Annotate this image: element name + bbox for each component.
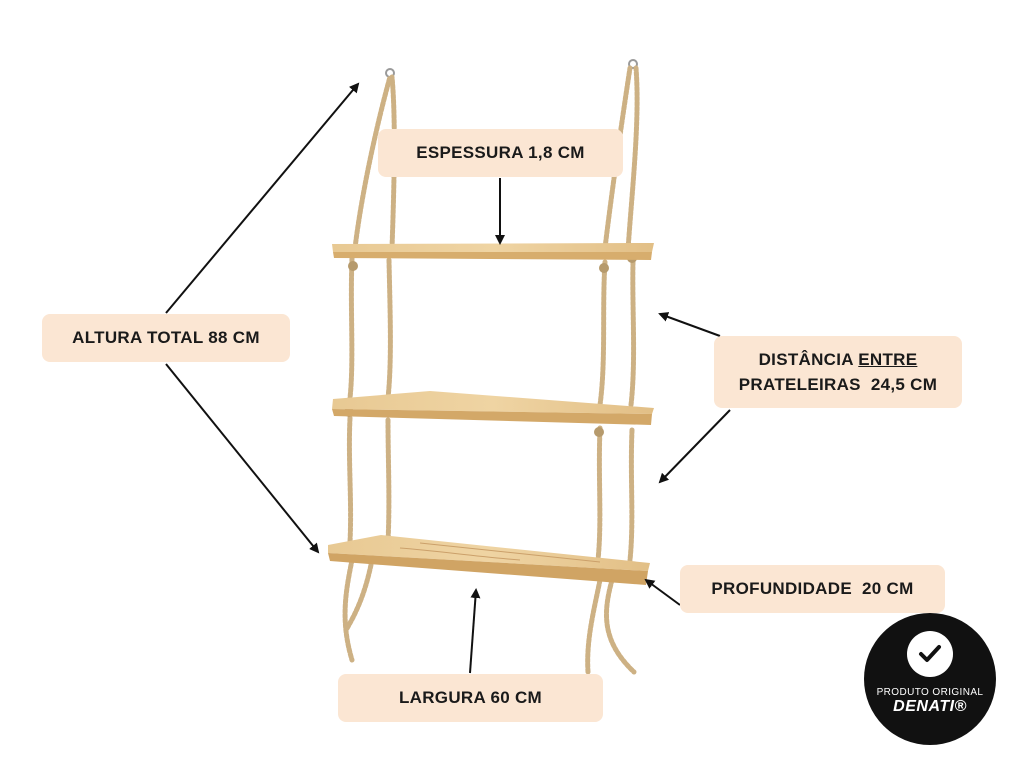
thickness-text: ESPESSURA 1,8 CM (416, 143, 585, 163)
thickness-label: ESPESSURA 1,8 CM (378, 129, 623, 177)
shelf-distance-line1: DISTÂNCIA ENTRE (759, 347, 918, 373)
depth-label: PROFUNDIDADE 20 CM (680, 565, 945, 613)
badge-brand: DENATI® (893, 698, 967, 715)
width-label: LARGURA 60 CM (338, 674, 603, 722)
shelf-distance-label: DISTÂNCIA ENTRE PRATELEIRAS 24,5 CM (714, 336, 962, 408)
original-product-badge: PRODUTO ORIGINAL DENATI® (864, 613, 996, 745)
dimension-arrows (165, 82, 731, 674)
badge-line1: PRODUTO ORIGINAL (876, 687, 984, 698)
shelf-distance-line2: PRATELEIRAS 24,5 CM (738, 375, 938, 394)
shelf-top (332, 243, 654, 260)
shelf-distance-text-underlined: ENTRE (858, 349, 918, 369)
checkmark-icon (907, 631, 953, 677)
depth-text: PROFUNDIDADE 20 CM (711, 579, 914, 599)
width-text: LARGURA 60 CM (398, 688, 543, 708)
total-height-label: ALTURA TOTAL 88 CM (42, 314, 290, 362)
shelf-bottom (328, 535, 650, 585)
wall-hooks (385, 59, 638, 78)
total-height-text: ALTURA TOTAL 88 CM (72, 328, 260, 348)
shelf-middle (332, 391, 654, 425)
shelf-distance-text-a: DISTÂNCIA (758, 349, 859, 369)
